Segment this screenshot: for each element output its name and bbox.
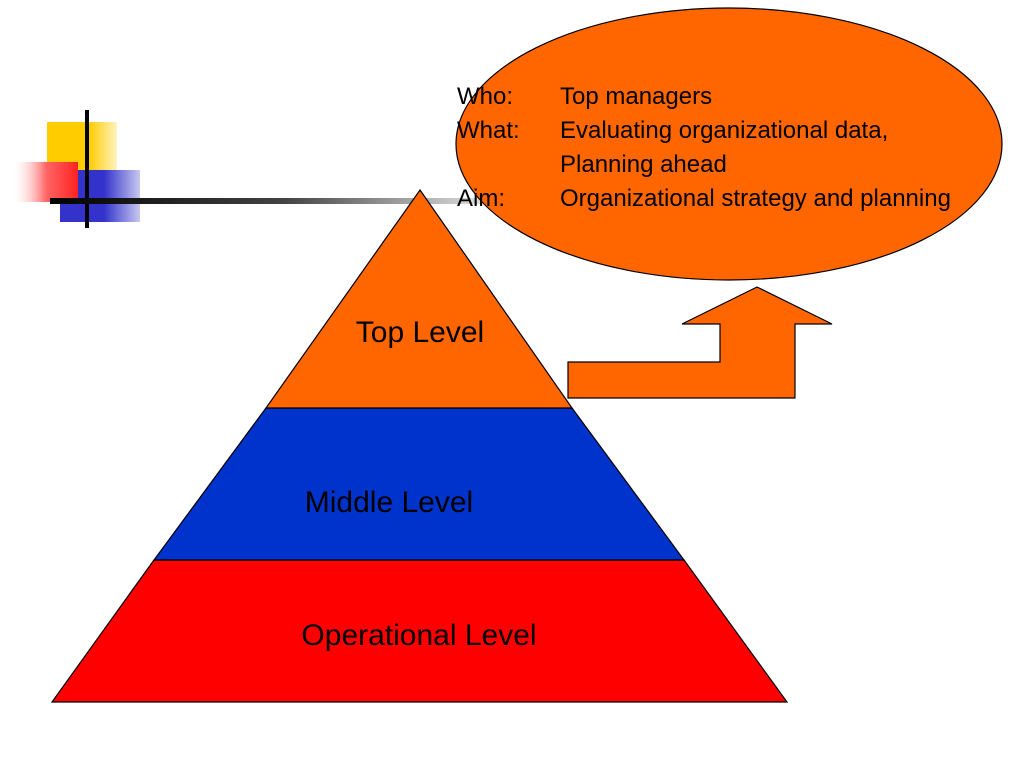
pyramid-middle-level [152,407,686,561]
callout-who-value: Top managers [560,83,712,110]
up-arrow [567,286,833,399]
callout: Who: Top managers What: Evaluating organ… [455,7,1003,281]
middle-level-label: Middle Level [305,486,473,519]
pyramid: Top Level Middle Level Operational Level [50,188,789,703]
deco-red-square [14,162,78,202]
top-level-label: Top Level [356,316,484,349]
pyramid-top-level [264,188,574,409]
callout-aim-value: Organizational strategy and planning [560,185,951,212]
callout-what-value-line2: Planning ahead [560,151,727,178]
callout-what-value: Evaluating organizational data, [560,117,888,144]
callout-who-key: Who: [457,83,513,110]
operational-level-label: Operational Level [301,619,536,652]
callout-ellipse [455,7,1003,281]
decorative-squares-logo [14,110,140,228]
callout-what-key: What: [457,117,520,144]
callout-aim-key: Aim: [457,185,505,212]
deco-vertical-line [85,110,89,228]
header-rule [50,198,480,204]
